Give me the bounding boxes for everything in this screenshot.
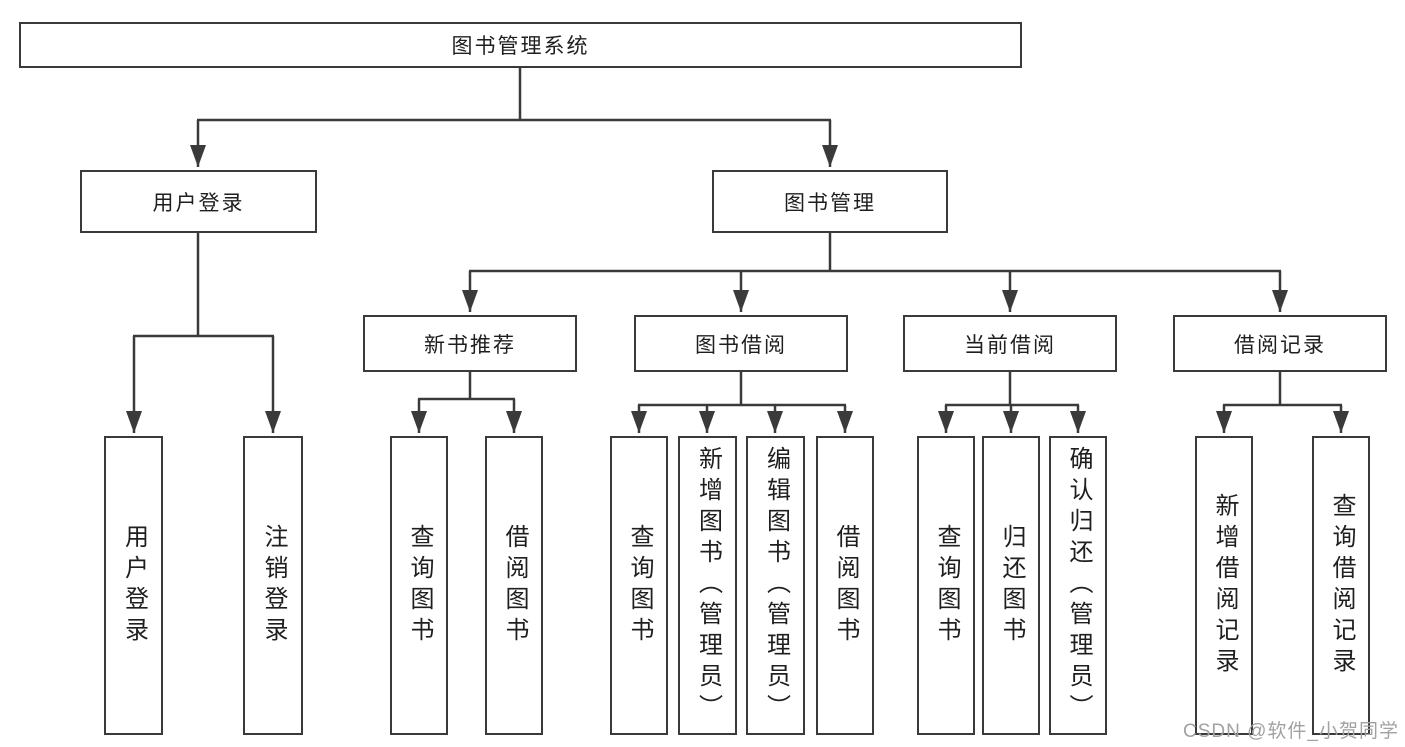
leaf-query-books-borrow: 查询图书 [610, 436, 668, 735]
leaf-borrow-books-recommend: 借阅图书 [485, 436, 543, 735]
leaf-add-books-admin: 新增图书（管理员） [678, 436, 737, 735]
leaf-edit-books-admin: 编辑图书（管理员） [746, 436, 805, 735]
leaf-return-books: 归还图书 [982, 436, 1040, 735]
leaf-add-borrow-record: 新增借阅记录 [1195, 436, 1253, 735]
node-book-borrowing: 图书借阅 [634, 315, 848, 372]
leaf-query-books-current: 查询图书 [917, 436, 975, 735]
csdn-watermark: CSDN @软件_小贺同学 [1183, 721, 1399, 742]
node-root-system: 图书管理系统 [19, 22, 1022, 68]
node-user-login: 用户登录 [80, 170, 317, 233]
node-new-book-recommend: 新书推荐 [363, 315, 577, 372]
node-current-borrowing: 当前借阅 [903, 315, 1117, 372]
leaf-borrow-books: 借阅图书 [816, 436, 874, 735]
leaf-query-borrow-record: 查询借阅记录 [1312, 436, 1370, 735]
node-book-management: 图书管理 [712, 170, 948, 233]
leaf-user-login: 用户登录 [104, 436, 163, 735]
leaf-logout: 注销登录 [243, 436, 303, 735]
node-borrow-records: 借阅记录 [1173, 315, 1387, 372]
leaf-confirm-return-admin: 确认归还（管理员） [1049, 436, 1107, 735]
leaf-query-books-recommend: 查询图书 [390, 436, 448, 735]
